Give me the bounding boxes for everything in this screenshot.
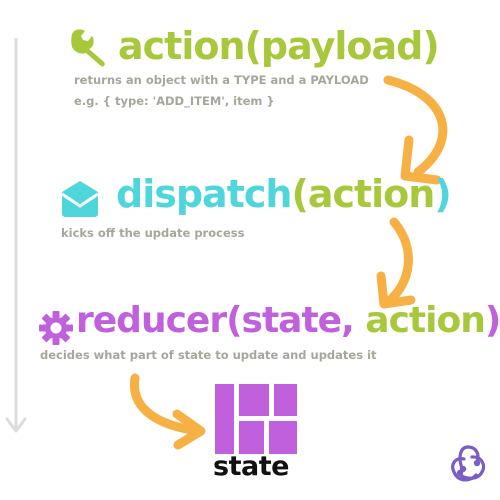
action-fn: action (118, 24, 246, 68)
dispatch-arg: action (307, 172, 436, 216)
arrow-head-2 (376, 271, 416, 309)
reducer-arg-action: action (365, 300, 486, 341)
arrow-action-to-dispatch (383, 75, 448, 177)
layout-grid-icon (215, 384, 297, 454)
action-paren-open: ( (244, 24, 262, 68)
reducer-desc: decides what part of state to update and… (40, 348, 377, 362)
dispatch-paren-open: ( (291, 172, 308, 216)
arrow-dispatch-to-reducer (383, 217, 413, 307)
action-paren-close: ) (422, 24, 439, 68)
envelope-icon (61, 181, 99, 217)
redux-logo-icon (451, 445, 486, 482)
dispatch-desc: kicks off the update process (61, 226, 245, 240)
wrench-icon (71, 29, 105, 67)
gear-icon (39, 311, 73, 345)
dispatch-fn: dispatch (116, 172, 292, 216)
action-desc-1: returns an object with a TYPE and a PAYL… (74, 73, 369, 87)
action-desc-2: e.g. { type: 'ADD_ITEM', item } (74, 94, 275, 108)
reducer-fn: reducer (76, 300, 227, 341)
reducer-arg-state: state, (241, 300, 366, 341)
action-title: action(payload) (118, 24, 440, 68)
reducer-paren-close: ) (484, 300, 500, 341)
dispatch-title: dispatch(action) (116, 172, 452, 216)
reducer-title: reducer(state, action) (76, 300, 500, 341)
arrow-head-1 (400, 135, 442, 185)
arrow-head-3 (172, 409, 206, 450)
arrow-reducer-to-state (129, 373, 204, 436)
state-label: state (213, 451, 289, 482)
reducer-paren-open: ( (226, 300, 242, 341)
action-arg: payload (260, 24, 423, 68)
dispatch-paren-close: ) (434, 172, 451, 216)
